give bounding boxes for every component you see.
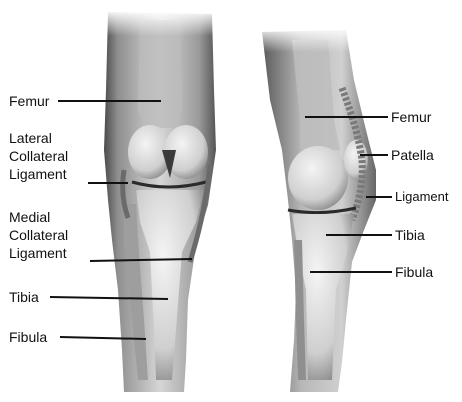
label-front-lateral-collateral-ligament: Lateral Collateral Ligament (9, 129, 68, 183)
label-line: Collateral (9, 147, 68, 165)
label-front-fibula: Fibula (9, 329, 47, 345)
front-femur (138, 20, 182, 128)
label-line: Lateral (9, 129, 68, 147)
label-line: Ligament (9, 165, 68, 183)
label-side-patella: Patella (391, 147, 434, 163)
label-side-fibula: Fibula (395, 264, 433, 280)
label-side-tibia: Tibia (395, 227, 425, 243)
label-front-tibia: Tibia (9, 289, 39, 305)
label-line: Medial (9, 208, 68, 226)
label-line: Ligament (9, 244, 68, 262)
label-side-femur: Femur (391, 109, 431, 125)
label-front-femur: Femur (9, 93, 49, 109)
side-knee-view (256, 26, 376, 392)
label-line: Collateral (9, 226, 68, 244)
front-knee-view (100, 10, 220, 392)
label-front-medial-collateral-ligament: Medial Collateral Ligament (9, 208, 68, 262)
side-femur-condyle (288, 146, 348, 210)
label-side-ligament: Ligament (395, 189, 448, 205)
